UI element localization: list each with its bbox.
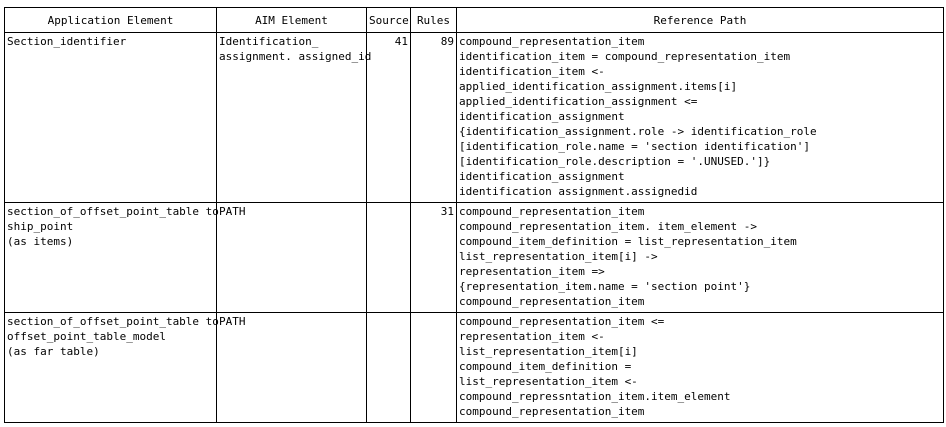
path-line: representation_item => [459, 265, 605, 278]
path-line: compound_representation_item [459, 295, 645, 308]
path-line: identification_assignment [459, 170, 625, 183]
table-row: section_of_offset_point_table to ship_po… [4, 202, 944, 313]
text-line: Section_identifier [7, 35, 127, 48]
path-line: [identification_role.name = 'section ide… [459, 140, 810, 153]
cell-rules [410, 312, 457, 423]
path-line: identification assignment.assignedid [459, 185, 698, 198]
path-line: compound_representation_item [459, 405, 645, 418]
text-line: section_of_offset_point_table to [7, 315, 219, 328]
path-line: list_representation_item[i] [459, 345, 638, 358]
table-row: Section_identifier Identification_ assig… [4, 32, 944, 203]
cell-source [366, 312, 411, 423]
header-aim-element: AIM Element [216, 7, 367, 33]
text-line: ship_point [7, 220, 74, 233]
mapping-table-container: Application Element AIM Element Source R… [4, 7, 944, 423]
cell-reference-path: compound_representation_item <= represen… [456, 312, 944, 423]
path-line: compound_representation_item <= [459, 315, 665, 328]
header-source: Source [366, 7, 411, 33]
cell-aim-element: Identification_ assignment. assigned_id [216, 32, 372, 203]
cell-application-element: Section_identifier [4, 32, 217, 203]
text-line: offset_point_table_model [7, 330, 166, 343]
cell-aim-element: PATH [216, 202, 367, 313]
cell-source: 41 [366, 32, 411, 203]
path-line: compound_representation_item [459, 35, 645, 48]
cell-reference-path: compound_representation_item compound_re… [456, 202, 944, 313]
header-rules: Rules [410, 7, 457, 33]
text-line: PATH [219, 205, 246, 218]
path-line: list_representation_item[i] -> [459, 250, 658, 263]
path-line: representation_item <- [459, 330, 605, 343]
table-row: section_of_offset_point_table to offset_… [4, 312, 944, 423]
text-line: (as items) [7, 235, 74, 248]
path-line: [identification_role.description = '.UNU… [459, 155, 771, 168]
text-line: section_of_offset_point_table to [7, 205, 219, 218]
path-line: applied_identification_assignment <= [459, 95, 698, 108]
cell-application-element: section_of_offset_point_table to ship_po… [4, 202, 219, 313]
path-line: identification_assignment [459, 110, 625, 123]
header-row: Application Element AIM Element Source R… [4, 7, 944, 33]
text-line: (as far table) [7, 345, 100, 358]
header-application-element: Application Element [4, 7, 217, 33]
path-line: compound_representation_item. item_eleme… [459, 220, 758, 233]
path-line: {identification_assignment.role -> ident… [459, 125, 817, 138]
cell-source [366, 202, 411, 313]
path-line: compound_repressntation_item.item_elemen… [459, 390, 731, 403]
text-line: assignment. assigned_id [219, 50, 372, 63]
path-line: compound_representation_item [459, 205, 645, 218]
path-line: applied_identification_assignment.items[… [459, 80, 738, 93]
text-line: PATH [219, 315, 246, 328]
path-line: compound_item_definition = [459, 360, 632, 373]
path-line: identification_item <- [459, 65, 605, 78]
cell-rules: 31 [410, 202, 457, 313]
cell-aim-element: PATH [216, 312, 367, 423]
mapping-table: Application Element AIM Element Source R… [4, 7, 944, 423]
text-line: Identification_ [219, 35, 319, 48]
path-line: list_representation_item <- [459, 375, 638, 388]
path-line: compound_item_definition = list_represen… [459, 235, 797, 248]
cell-reference-path: compound_representation_item identificat… [456, 32, 944, 203]
cell-rules: 89 [410, 32, 457, 203]
path-line: identification_item = compound_represent… [459, 50, 791, 63]
header-reference-path: Reference Path [456, 7, 944, 33]
path-line: {representation_item.name = 'section poi… [459, 280, 751, 293]
cell-application-element: section_of_offset_point_table to offset_… [4, 312, 219, 423]
